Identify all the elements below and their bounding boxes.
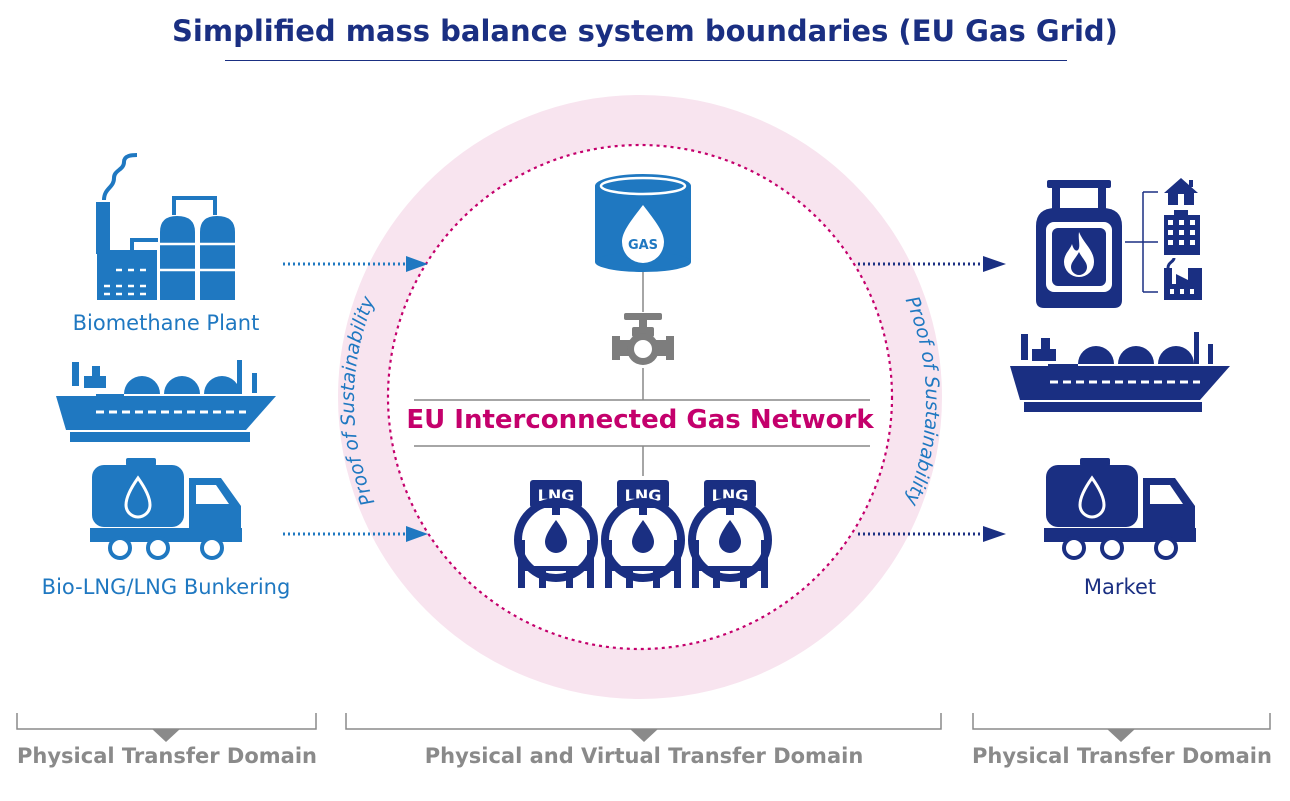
lng-ship-icon-right: [1010, 332, 1230, 412]
input-arrow-top: [283, 256, 428, 272]
domain-pointer-center: [630, 729, 658, 742]
factory-icon: [96, 153, 235, 300]
output-arrow-bottom: [858, 526, 1006, 542]
market-branch-connector: [1125, 191, 1158, 293]
domain-label-center: Physical and Virtual Transfer Domain: [424, 744, 864, 768]
building-icon: [1164, 210, 1200, 255]
gas-tank-icon: GAS: [595, 174, 691, 272]
lng-sphere-tank-icon: LNG: [514, 480, 598, 588]
domain-pointer-left: [152, 729, 180, 742]
domain-bracket-right: [972, 713, 1271, 730]
domain-bracket-left: [16, 713, 317, 730]
page-title: Simplified mass balance system boundarie…: [172, 14, 1118, 48]
tanker-truck-icon-right: [1044, 458, 1196, 560]
bunkering-label: Bio-LNG/LNG Bunkering: [41, 575, 291, 599]
gas-cylinder-icon: [1036, 180, 1122, 308]
input-arrow-bottom: [283, 526, 428, 542]
domain-bracket-center: [345, 713, 942, 730]
biomethane-plant-label: Biomethane Plant: [72, 311, 260, 335]
output-arrow-top: [858, 256, 1006, 272]
domain-label-left: Physical Transfer Domain: [17, 744, 317, 768]
valve-icon: [612, 313, 674, 365]
gas-tank-label: GAS: [628, 238, 658, 253]
system-boundary-dotted-circle: [386, 143, 894, 651]
lng-ship-icon: [56, 360, 276, 442]
domain-label-right: Physical Transfer Domain: [972, 744, 1272, 768]
small-factory-icon: [1164, 257, 1202, 300]
lng-sphere-tank-icon: LNG: [688, 480, 772, 588]
network-title: EU Interconnected Gas Network: [406, 405, 874, 435]
house-icon: [1164, 178, 1198, 205]
title-underline: [225, 60, 1067, 61]
tanker-truck-icon: [90, 458, 242, 560]
market-label: Market: [1083, 575, 1157, 599]
lng-sphere-tank-icon: LNG: [601, 480, 685, 588]
system-boundary-ring: [338, 95, 942, 699]
domain-pointer-right: [1107, 729, 1135, 742]
